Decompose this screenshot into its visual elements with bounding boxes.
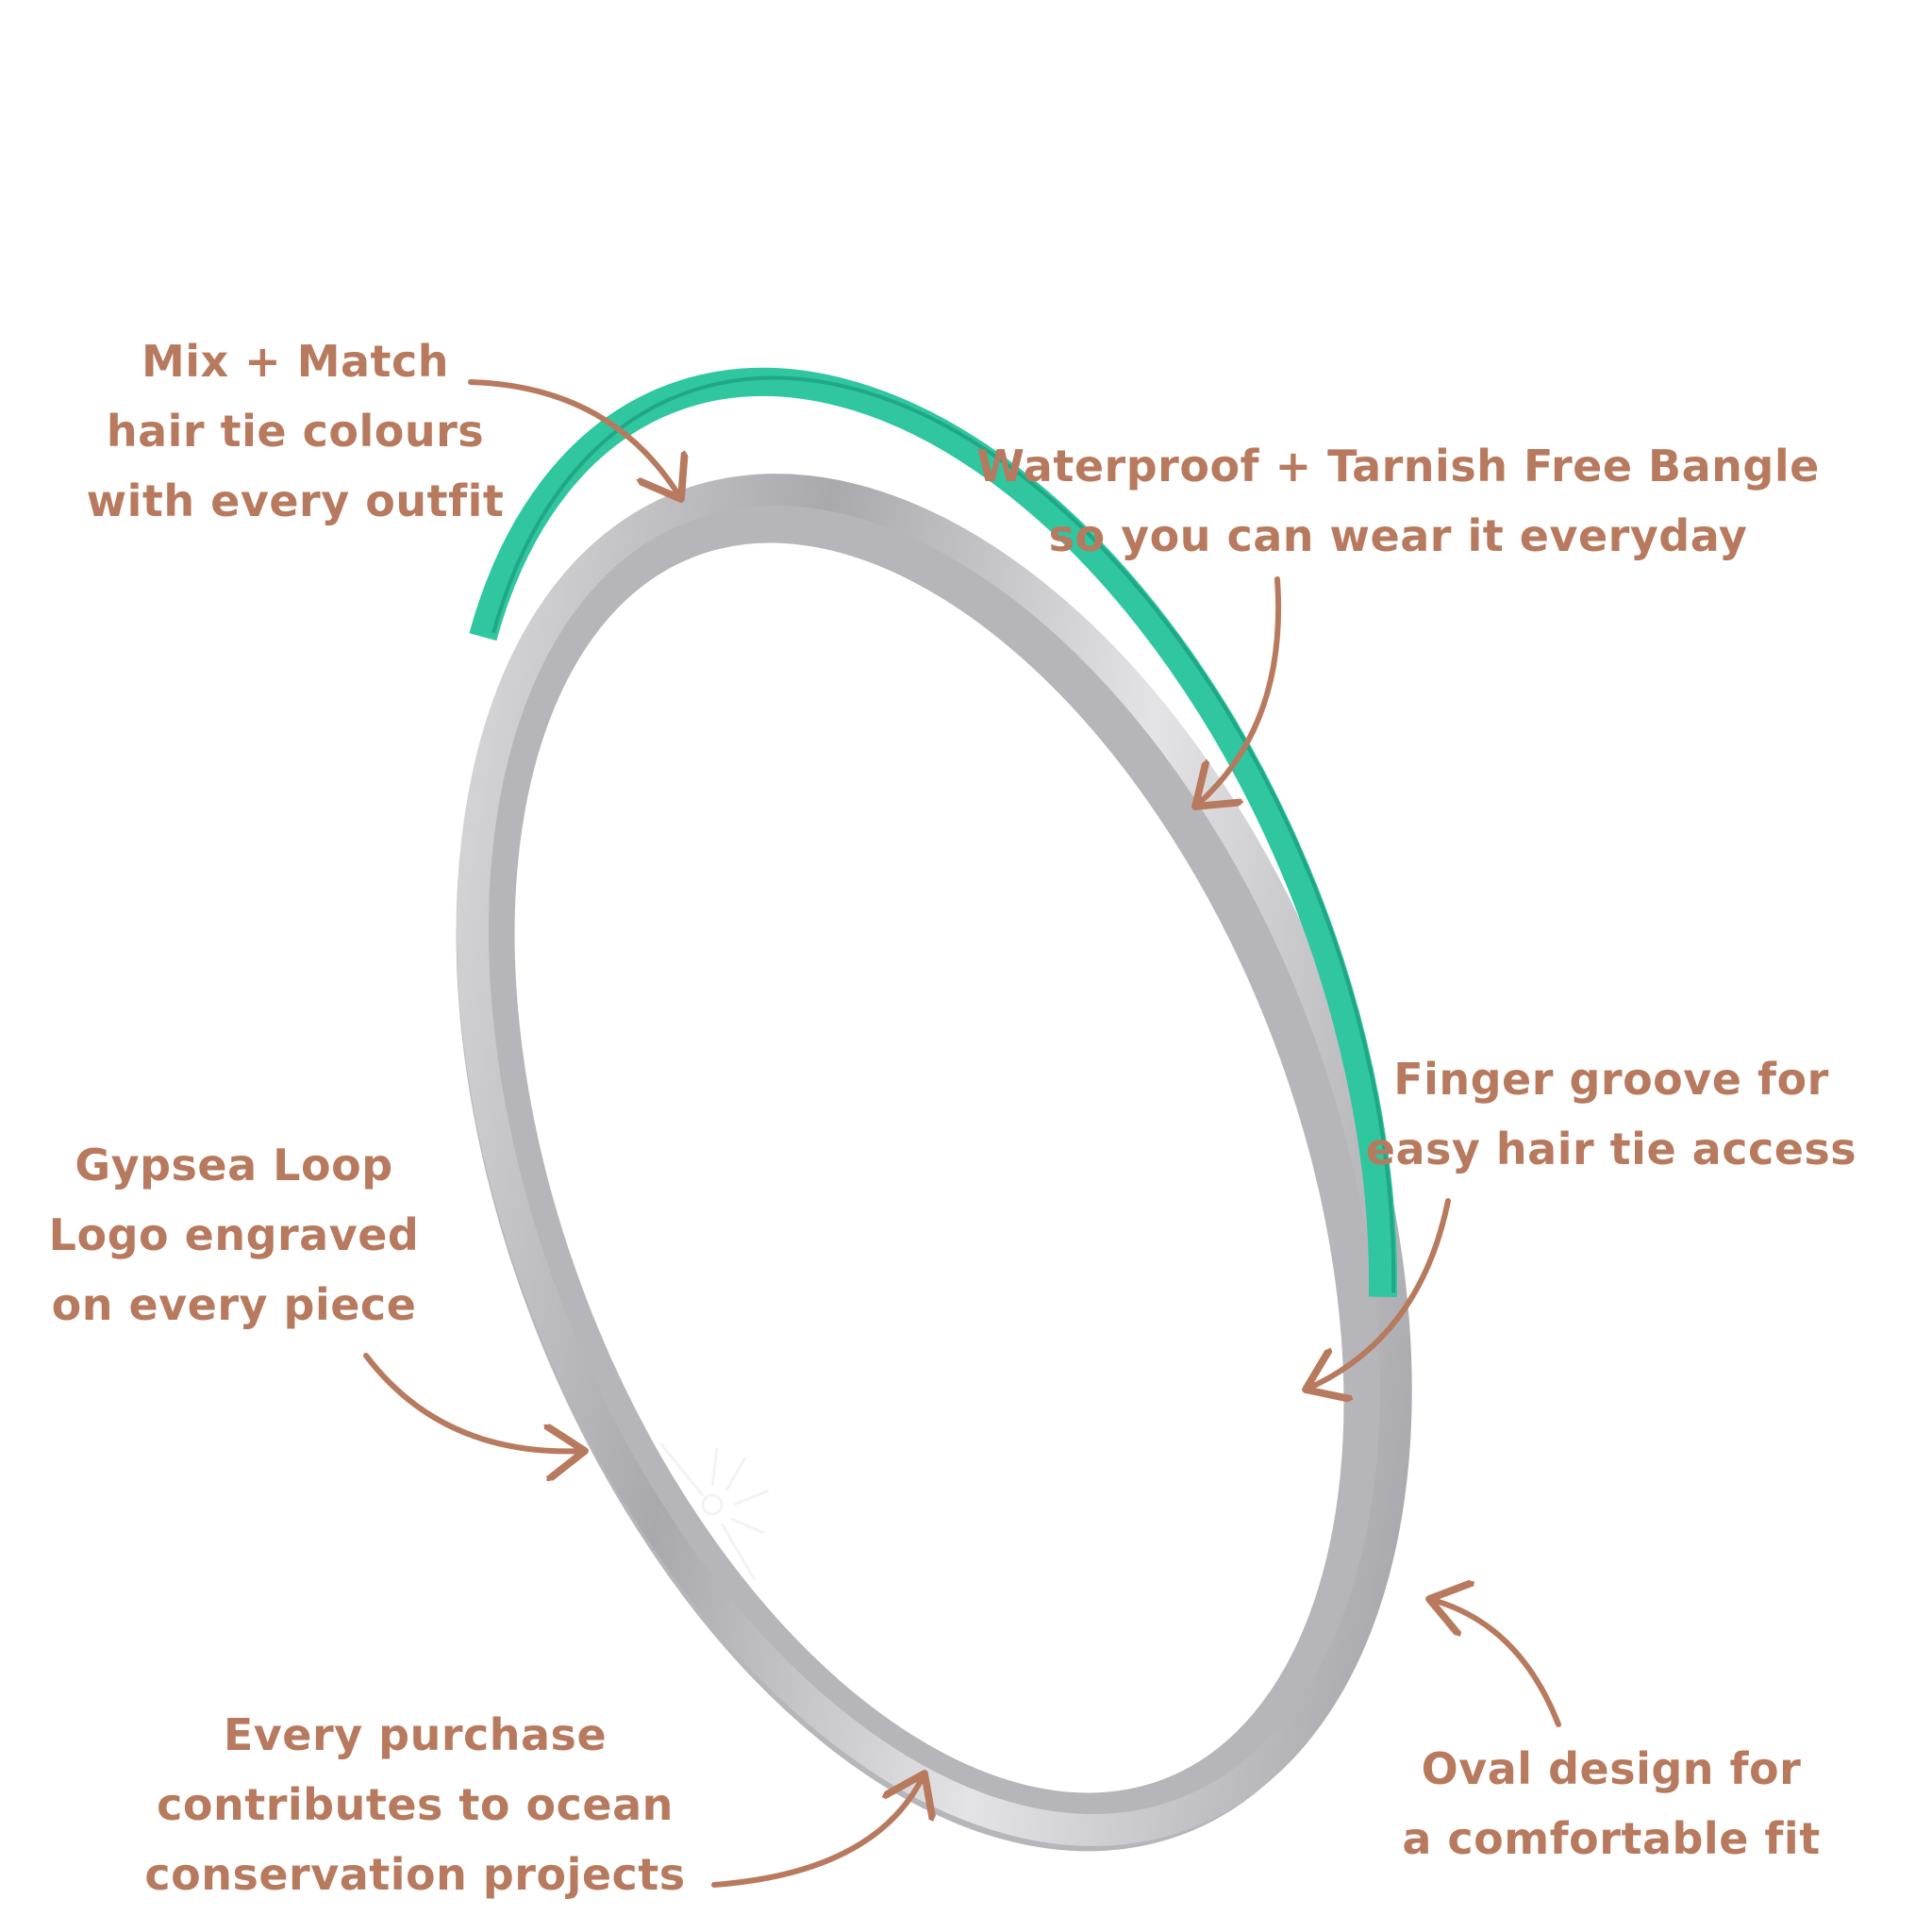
arrow-oval (1429, 1599, 1561, 1727)
callout-mix-match: Mix + Match hair tie colours with every … (87, 326, 505, 536)
callout-purchase: Every purchase contributes to ocean cons… (144, 1700, 685, 1909)
arrow-logo (363, 1353, 585, 1451)
engraved-logo-icon (658, 1442, 770, 1581)
callout-line: Logo engraved (48, 1209, 420, 1260)
callout-line: Oval design for (1421, 1743, 1802, 1794)
arrow-purchase (711, 1774, 924, 1888)
callout-line: a comfortable fit (1402, 1813, 1821, 1864)
callout-oval: Oval design for a comfortable fit (1402, 1734, 1820, 1874)
callout-line: Gypsea Loop (75, 1140, 393, 1191)
callout-line: Every purchase (223, 1709, 608, 1760)
arrow-mix-match (468, 379, 681, 499)
callout-logo: Gypsea Loop Logo engraved on every piece (49, 1130, 420, 1340)
callout-line: on every piece (51, 1279, 417, 1330)
bangle-outer-metal (456, 474, 1412, 1846)
callout-line: with every outfit (86, 475, 505, 526)
callout-line: contributes to ocean (157, 1779, 674, 1830)
arrow-waterproof (1195, 576, 1282, 807)
callout-line: Waterproof + Tarnish Free Bangle (976, 441, 1820, 491)
callout-line: Mix + Match (141, 336, 450, 387)
callout-finger-groove: Finger groove for easy hair tie access (1366, 1044, 1857, 1184)
callout-line: Finger groove for (1393, 1054, 1829, 1105)
callout-waterproof: Waterproof + Tarnish Free Bangle so you … (976, 431, 1820, 571)
arrow-finger-groove (1306, 1198, 1451, 1390)
callout-line: so you can wear it everyday (1048, 510, 1748, 561)
callout-line: easy hair tie access (1365, 1124, 1857, 1174)
hair-tie-band (469, 367, 1398, 1297)
callout-line: conservation projects (144, 1849, 686, 1900)
callout-line: hair tie colours (106, 406, 485, 457)
